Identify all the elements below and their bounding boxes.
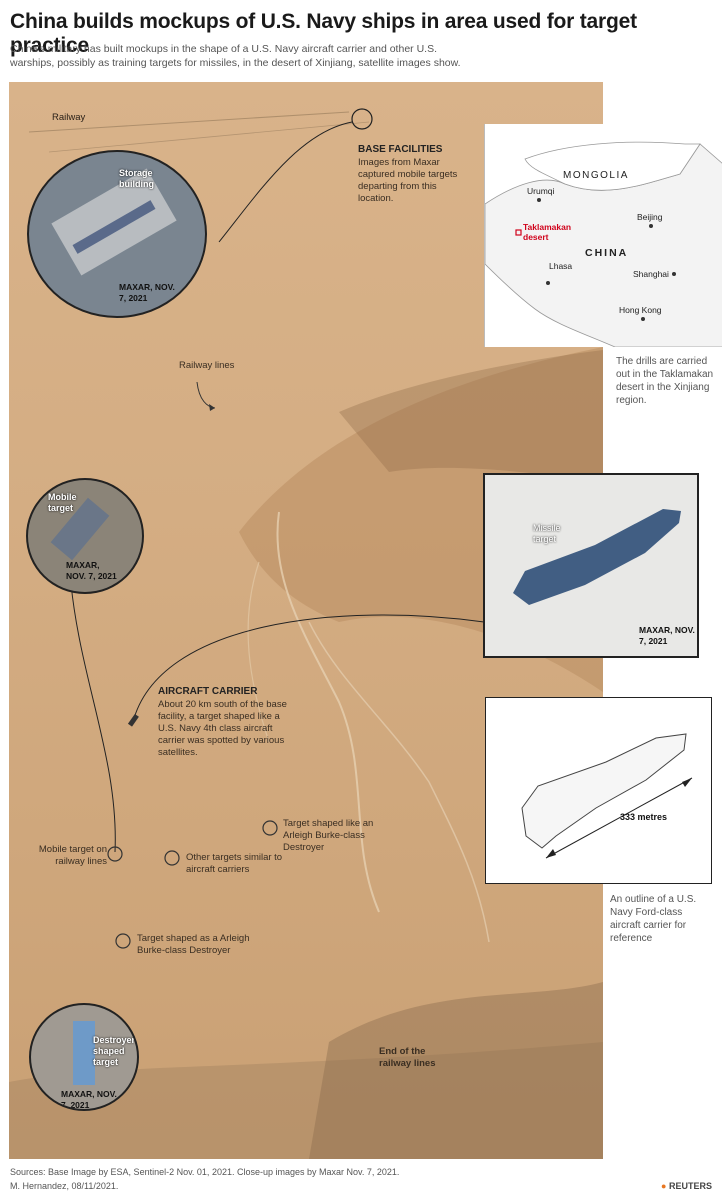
reuters-logo-icon: ● <box>661 1181 667 1191</box>
carrier-outline-shape <box>521 733 687 849</box>
missile-target-inset: Missile target MAXAR, NOV. 7, 2021 <box>483 473 699 658</box>
taklamakan-marker <box>515 229 522 236</box>
aircraft-carrier-heading: AIRCRAFT CARRIER <box>158 686 258 697</box>
lhasa-dot <box>546 281 550 285</box>
carrier-measure: 333 metres <box>620 812 668 822</box>
destroyer-credit: MAXAR, NOV. 7, 2021 <box>61 1089 117 1110</box>
missile-credit: MAXAR, NOV. 7, 2021 <box>639 625 695 646</box>
missile-target-shape <box>513 509 681 605</box>
destroyer-target-shape <box>73 1021 95 1085</box>
hongkong-dot <box>641 317 645 321</box>
storage-label: Storage building <box>119 168 154 189</box>
measure-arrow-end <box>682 778 692 787</box>
missile-label: Missile target <box>533 523 561 544</box>
reuters-logo: ● REUTERS <box>661 1181 712 1191</box>
beijing-dot <box>649 224 653 228</box>
missile-target-drawing <box>513 509 681 605</box>
locator-desert: Taklamakan desert <box>523 222 572 242</box>
locator-china: CHINA <box>585 247 629 259</box>
railway-lines-label: Railway lines <box>179 360 235 371</box>
locator-map: MONGOLIA CHINA Urumqi Beijing Lhasa Shan… <box>484 124 722 347</box>
destroyer-label: Destroyer shaped target <box>93 1035 136 1067</box>
footer-byline: M. Hernandez, 08/11/2021. <box>10 1181 119 1191</box>
locator-shanghai: Shanghai <box>633 269 669 279</box>
storage-credit: MAXAR, NOV. 7, 2021 <box>119 282 175 303</box>
burke-target-label-1: Target shaped like an Arleigh Burke-clas… <box>283 818 374 853</box>
destroyer-closeup: Destroyer shaped target MAXAR, NOV. 7, 2… <box>29 1003 139 1111</box>
burke-target-label-2: Target shaped as a Arleigh Burke-class D… <box>137 933 250 956</box>
mongolia-outline <box>524 141 701 191</box>
locator-lhasa: Lhasa <box>549 261 573 271</box>
mobile-target-railway-label: Mobile target on railway lines <box>38 844 107 867</box>
measure-line <box>545 777 693 859</box>
carrier-outline-drawing <box>521 733 693 859</box>
end-of-railway-label: End of the railway lines <box>379 1046 436 1069</box>
locator-mongolia: MONGOLIA <box>563 170 629 181</box>
page-title: China builds mockups of U.S. Navy ships … <box>10 10 637 57</box>
urumqi-dot <box>537 198 541 202</box>
railway-label: Railway <box>52 112 86 123</box>
reuters-logo-text: REUTERS <box>668 1181 712 1191</box>
page-subtitle: China’s military has built mockups in th… <box>10 43 461 69</box>
locator-urumqi: Urumqi <box>527 186 555 196</box>
locator-beijing: Beijing <box>637 212 663 222</box>
storage-closeup: Storage building MAXAR, NOV. 7, 2021 <box>27 150 207 318</box>
locator-hongkong: Hong Kong <box>619 305 662 315</box>
locator-map-shapes <box>485 141 722 347</box>
mobile-closeup: Mobile target MAXAR, NOV. 7, 2021 <box>26 478 144 594</box>
mobile-credit: MAXAR, NOV. 7, 2021 <box>66 560 117 581</box>
base-facilities-text: Images from Maxar captured mobile target… <box>358 157 458 204</box>
terrain-texture <box>9 111 603 1159</box>
other-targets-label: Other targets similar to aircraft carrie… <box>186 852 283 875</box>
carrier-outline-caption: An outline of a U.S. Navy Ford-class air… <box>610 894 697 944</box>
footer: Sources: Base Image by ESA, Sentinel-2 N… <box>10 1167 399 1192</box>
aircraft-carrier-callout: AIRCRAFT CARRIER About 20 km south of th… <box>158 686 308 759</box>
shanghai-dot <box>672 272 676 276</box>
carrier-outline-inset: 333 metres <box>485 697 712 884</box>
base-facilities-callout: BASE FACILITIES Images from Maxar captur… <box>358 144 468 205</box>
measure-arrow-start <box>546 849 556 858</box>
locator-caption: The drills are carried out in the Taklam… <box>616 356 714 406</box>
aircraft-carrier-text: About 20 km south of the base facility, … <box>158 699 287 758</box>
base-facilities-heading: BASE FACILITIES <box>358 144 443 155</box>
mobile-label: Mobile target <box>48 492 77 513</box>
footer-sources: Sources: Base Image by ESA, Sentinel-2 N… <box>10 1167 400 1177</box>
